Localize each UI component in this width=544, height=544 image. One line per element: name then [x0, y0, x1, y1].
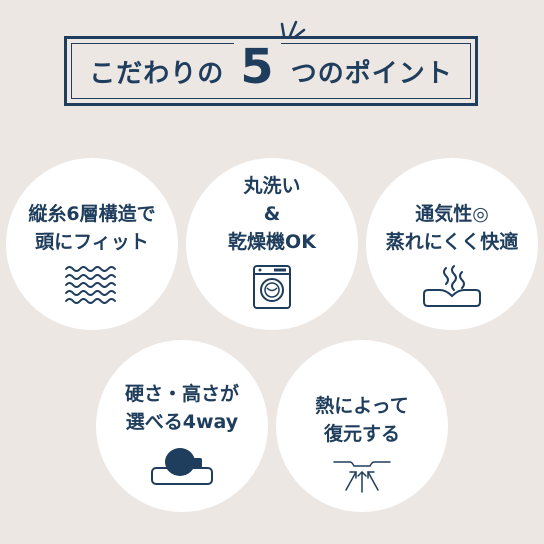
- point-2-line-3: 乾燥機OK: [228, 231, 316, 253]
- washing-machine-icon: [253, 265, 291, 309]
- point-5-line-2: 復元する: [323, 423, 400, 445]
- point-3-text: 通気性◎ 蒸れにくく快適: [386, 200, 519, 256]
- title-banner: こだわりの 5 つのポイント: [64, 36, 478, 106]
- sparkle-rays-icon: [280, 20, 306, 38]
- restore-arrows-icon: [333, 461, 391, 493]
- title-before: こだわりの: [89, 58, 225, 89]
- point-1-line-1: 縦糸6層構造で: [28, 203, 156, 225]
- point-3-line-1: 通気性◎: [415, 203, 489, 225]
- point-4-line-2: 選べる4way: [125, 411, 239, 433]
- point-4-line-1: 硬さ・高さが: [124, 383, 239, 405]
- point-1-text: 縦糸6層構造で 頭にフィット: [28, 200, 155, 256]
- point-circle-5: 熱によって 復元する: [276, 340, 448, 512]
- point-2-line-1: 丸洗い: [243, 175, 301, 197]
- head-on-pillow-icon: [151, 446, 213, 485]
- point-5-line-1: 熱によって: [315, 395, 409, 417]
- banner-title: こだわりの 5 つのポイント: [67, 39, 475, 103]
- wave-lines-icon: [65, 266, 116, 304]
- point-1-line-2: 頭にフィット: [35, 231, 149, 253]
- title-after: つのポイント: [290, 58, 453, 89]
- point-circle-3: 通気性◎ 蒸れにくく快適: [366, 158, 538, 330]
- point-4-text: 硬さ・高さが 選べる4way: [125, 380, 239, 436]
- point-circle-1: 縦糸6層構造で 頭にフィット: [6, 158, 178, 330]
- steam-pillow-icon: [423, 265, 481, 307]
- point-circle-4: 硬さ・高さが 選べる4way: [96, 340, 268, 512]
- point-5-text: 熱によって 復元する: [315, 392, 408, 448]
- point-circle-2: 丸洗い & 乾燥機OK: [186, 158, 358, 330]
- point-2-text: 丸洗い & 乾燥機OK: [228, 172, 316, 256]
- point-3-line-2: 蒸れにくく快適: [385, 231, 519, 253]
- title-number: 5: [234, 39, 281, 95]
- point-2-line-2: &: [263, 203, 281, 225]
